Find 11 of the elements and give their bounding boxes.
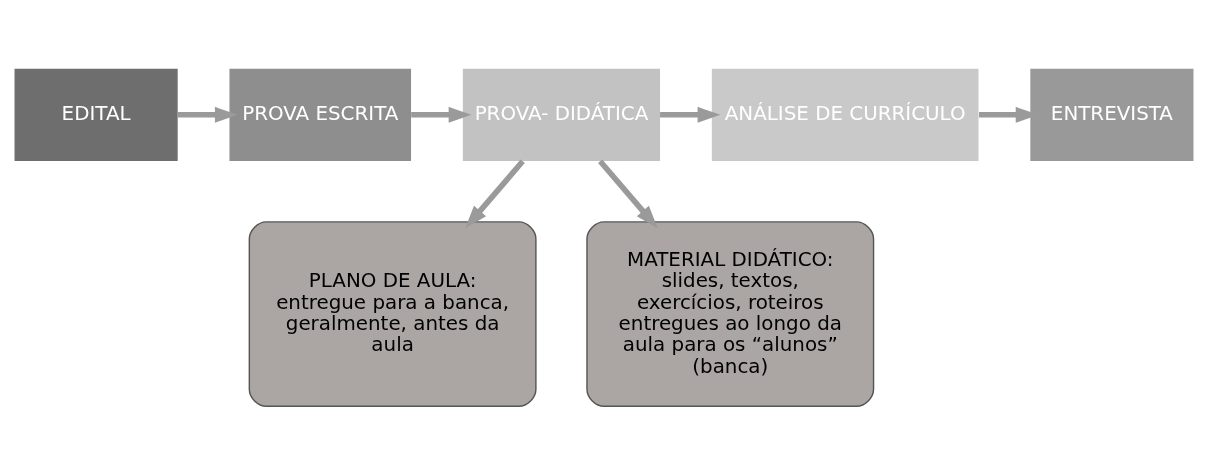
node-box: EDITAL — [14, 68, 178, 161]
arrow — [465, 158, 525, 228]
node-box: PLANO DE AULA: entregue para a banca, geralmente, antes da aula — [248, 220, 537, 407]
node-box: ENTREVISTA — [1030, 68, 1194, 161]
arrow — [598, 158, 658, 228]
arrow — [411, 106, 472, 123]
node-box: PROVA ESCRITA — [229, 68, 412, 161]
node-box: PROVA- DIDÁTICA — [462, 68, 661, 161]
arrow — [178, 106, 238, 123]
arrow — [660, 106, 721, 123]
node-box: MATERIAL DIDÁTICO: slides, textos, exercícios, roteiros entregues ao longo da aula para os “alunos” (banca) — [586, 220, 875, 407]
